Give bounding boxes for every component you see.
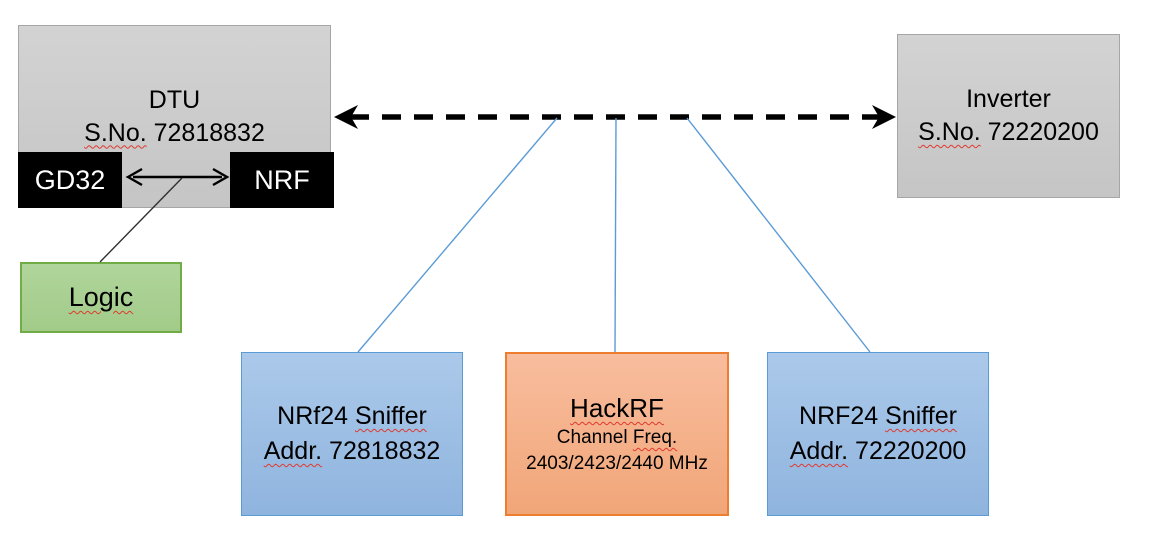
sniffer-right-addr-label: Addr. — [789, 437, 849, 465]
hackrf-subtitle-word: Freq. — [632, 427, 678, 448]
dashed-link-right-arrowhead-icon — [872, 105, 896, 129]
sniffer-left-address: Addr. 72818832 — [264, 434, 441, 469]
link-to-sniffer-left-line — [357, 117, 558, 353]
sniffer-right-model: NRF24 — [799, 402, 879, 430]
inverter-serial-label: S.No. — [918, 118, 981, 146]
link-to-sniffer-right-line — [686, 117, 871, 353]
sniffer-left-title: NRf24 Sniffer — [277, 399, 427, 434]
logic-box: Logic — [20, 262, 182, 333]
dtu-serial: S.No. 72818832 — [84, 117, 265, 150]
sniffer-left-box: NRf24 Sniffer Addr. 72818832 — [241, 352, 463, 516]
sniffer-right-title: NRF24 Sniffer — [799, 399, 957, 434]
sniffer-left-addr-label: Addr. — [263, 437, 323, 465]
hackrf-title: HackRF — [570, 393, 664, 423]
sniffer-right-name: Sniffer — [885, 402, 957, 430]
sniffer-right-box: NRF24 Sniffer Addr. 72220200 — [767, 352, 989, 516]
dtu-title: DTU — [148, 85, 201, 114]
hackrf-subtitle: Channel Freq. — [557, 425, 677, 451]
inverter-serial-number: 72220200 — [987, 118, 1099, 146]
sniffer-left-model: NRf24 — [277, 402, 349, 430]
gd32-box: GD32 — [18, 152, 122, 208]
inverter-box: Inverter S.No. 72220200 — [897, 34, 1120, 198]
nrf-box: NRF — [230, 152, 334, 208]
inverter-serial: S.No. 72220200 — [918, 116, 1099, 149]
sniffer-left-addr-value: 72818832 — [329, 437, 441, 465]
sniffer-left-name: Sniffer — [355, 402, 427, 430]
hackrf-frequencies: 2403/2423/2440 MHz — [526, 453, 708, 474]
dashed-link-left-arrowhead-icon — [334, 105, 358, 129]
dtu-serial-label: S.No. — [84, 118, 147, 147]
nrf-label: NRF — [254, 164, 310, 195]
gd32-label: GD32 — [34, 164, 106, 195]
inverter-title: Inverter — [966, 85, 1051, 113]
hackrf-subtitle-prefix: Channel — [556, 427, 628, 448]
link-to-hackrf-line — [614, 117, 617, 353]
hackrf-box: HackRF Channel Freq. 2403/2423/2440 MHz — [505, 352, 729, 516]
sniffer-right-addr-value: 72220200 — [855, 437, 967, 465]
logic-label: Logic — [68, 282, 134, 312]
dtu-serial-number: 72818832 — [153, 118, 265, 147]
sniffer-right-address: Addr. 72220200 — [790, 434, 967, 469]
